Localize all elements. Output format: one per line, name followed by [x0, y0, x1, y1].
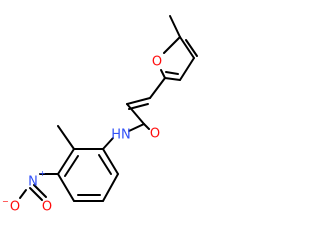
carbonyl-c-o-bond — [143, 123, 150, 130]
ring-c6-c1-double-bond — [98, 154, 112, 175]
ring-c5-c6-bond — [102, 173, 119, 202]
vinyl-double-bond-inner — [128, 103, 149, 110]
amide-nh-label: HN — [111, 128, 131, 143]
molecule-structure: O HN O N + O − O — [2, 15, 198, 215]
nitro-n-o-double-bond-inner — [33, 184, 47, 198]
furan-c4-c3-bond — [179, 57, 195, 81]
vinyl-bond-1 — [149, 77, 166, 99]
furan-methyl-bond — [169, 15, 181, 38]
nitro-nitrogen-charge: + — [39, 169, 46, 178]
carbonyl-oxygen-label: O — [150, 127, 160, 142]
nitro-n-o-double-bond — [29, 187, 43, 201]
vinyl-double-bond — [126, 97, 151, 105]
nitro-nitrogen-label: N — [28, 175, 38, 190]
ring-c2-c3-double-bond — [64, 155, 79, 177]
furan-c4-c4-double-bond — [185, 39, 198, 57]
nitro-n-o-single-bond — [19, 189, 27, 199]
vinyl-to-carbonyl-bond — [126, 103, 145, 125]
nitro-oxygen-single-label: O — [10, 200, 20, 215]
amide-n-aryl-bond — [102, 137, 114, 150]
carbonyl-c-n-bond — [128, 123, 145, 132]
ring-methyl-bond — [57, 125, 75, 150]
furan-c2-o-bond — [160, 69, 166, 79]
ring-c2-c3-bond — [57, 148, 75, 175]
structure-canvas: O HN O N + O − O — [2, 15, 198, 215]
nitro-oxygen-double-label: O — [42, 200, 52, 215]
furan-c3-c2-double-bond — [165, 71, 179, 75]
furan-c5-o-bond — [163, 36, 181, 54]
furan-c5-c4-bond — [179, 36, 195, 59]
ring-c3-c4-bond — [57, 173, 75, 202]
ring-c6-c1-bond — [102, 148, 119, 175]
furan-c3-c2-bond — [164, 77, 181, 81]
nitro-oxygen-charge: − — [2, 197, 9, 206]
furan-oxygen-label: O — [152, 55, 162, 70]
